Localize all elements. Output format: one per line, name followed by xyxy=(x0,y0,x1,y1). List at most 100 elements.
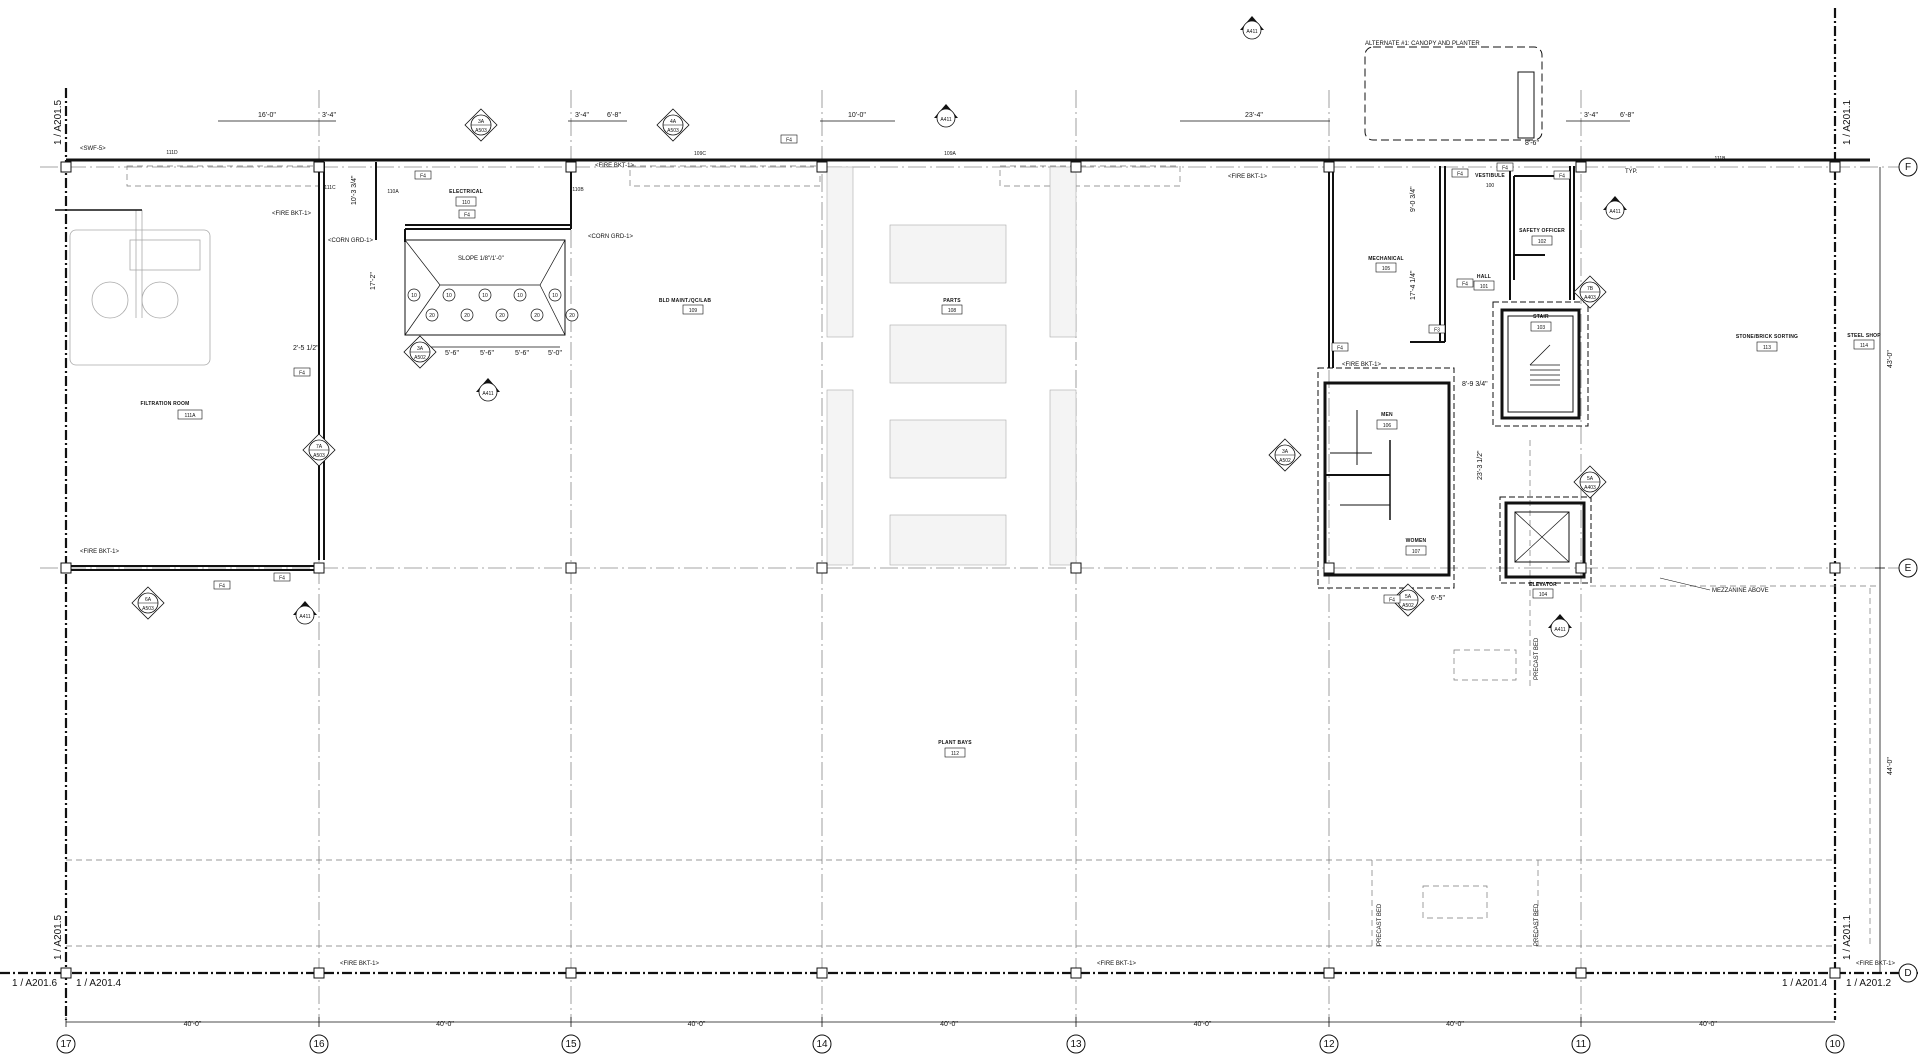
room-plant-bays: PLANT BAYS 112 xyxy=(938,740,972,758)
note-swf: <SWF-5> xyxy=(80,146,106,152)
door-tag: 110A xyxy=(387,189,399,195)
room-number: 104 xyxy=(1539,592,1548,598)
wall-type-tag: F4 xyxy=(414,170,432,180)
bay-dimensions: 40'-0"40'-0"40'-0"40'-0"40'-0"40'-0"40'-… xyxy=(65,1017,1717,1028)
svg-text:10: 10 xyxy=(446,293,452,299)
door-tag: 109C xyxy=(694,151,706,157)
note-fire-bkt-5: <FIRE BKT-1> xyxy=(80,549,120,555)
room-men: MEN 106 xyxy=(1376,412,1398,430)
misc-dim-8: 8'-6" xyxy=(1525,140,1539,147)
structural-column xyxy=(1323,967,1335,979)
structural-column xyxy=(1829,161,1841,173)
misc-dim-1: 17'-2" xyxy=(370,272,377,290)
room-stair: STAIR 103 xyxy=(1530,314,1552,332)
door-tag: 111C xyxy=(324,185,336,191)
svg-text:10: 10 xyxy=(411,293,417,299)
parts-hatch-zones xyxy=(826,166,1077,566)
room-name: PARTS xyxy=(943,298,961,304)
svg-text:20: 20 xyxy=(499,313,505,319)
grid-column-label: 10 xyxy=(1829,1039,1841,1050)
wall-type-tag: F4 xyxy=(213,580,231,590)
room-name: SAFETY OFFICER xyxy=(1519,228,1565,234)
svg-text:A411: A411 xyxy=(1554,627,1566,633)
wall-type-tag: F4 xyxy=(1331,342,1349,352)
room-women: WOMEN 107 xyxy=(1406,538,1427,556)
svg-text:A411: A411 xyxy=(1609,209,1621,215)
room-number: 111A xyxy=(185,413,197,419)
structural-column xyxy=(1829,562,1841,574)
grid-bubble-column: 11 xyxy=(1571,1034,1591,1054)
wall-type-tag: F4 xyxy=(1451,168,1469,178)
note-canopy: ALTERNATE #1: CANOPY AND PLANTER xyxy=(1365,41,1480,47)
svg-text:A503: A503 xyxy=(142,606,154,612)
room-name: MEN xyxy=(1381,412,1393,418)
elevation-marker: A411 xyxy=(1240,16,1264,40)
svg-text:20: 20 xyxy=(569,313,575,319)
room-name: HALL xyxy=(1477,274,1491,280)
wall-type-tag: F3 xyxy=(1428,324,1446,334)
structural-column xyxy=(565,562,577,574)
svg-text:F4: F4 xyxy=(1457,172,1463,178)
door-tag: 110B xyxy=(572,187,584,193)
room-name: ELEVATOR xyxy=(1529,582,1557,588)
grid-column-label: 16 xyxy=(313,1039,325,1050)
misc-dim-4: 17'-4 1/4" xyxy=(1410,270,1417,300)
elec-dim-1: 5'-6" xyxy=(445,350,459,357)
structural-column xyxy=(313,161,325,173)
door-tag: 109A xyxy=(944,151,956,157)
svg-text:3A: 3A xyxy=(478,119,485,125)
canopy-outline xyxy=(1364,46,1543,141)
svg-text:F4: F4 xyxy=(786,138,792,144)
room-name: MECHANICAL xyxy=(1368,256,1404,262)
svg-text:F4: F4 xyxy=(1502,166,1508,172)
room-number: 108 xyxy=(948,308,957,314)
grid-bubble-column: 16 xyxy=(309,1034,329,1054)
room-hall: HALL 101 xyxy=(1473,274,1495,291)
door-tag: 111D xyxy=(166,150,178,156)
svg-text:A403: A403 xyxy=(1584,295,1596,301)
svg-text:F4: F4 xyxy=(299,371,305,377)
fixture-tag: 10 xyxy=(478,288,492,302)
room-filtration: FILTRATION ROOM 111A xyxy=(141,401,203,420)
room-number: 103 xyxy=(1537,325,1546,331)
grid-column-label: 11 xyxy=(1576,1039,1587,1050)
elevation-marker: A411 xyxy=(1548,614,1572,638)
bay-dimension-label: 40'-0" xyxy=(436,1021,454,1028)
fixture-tag: 20 xyxy=(460,308,474,322)
svg-text:A411: A411 xyxy=(1246,29,1258,35)
elevation-marker: A411 xyxy=(293,601,317,625)
room-name: PLANT BAYS xyxy=(938,740,972,746)
room-number: 113 xyxy=(1763,345,1771,351)
note-fire-bkt-2: <FIRE BKT-1> xyxy=(595,163,635,169)
svg-text:A502: A502 xyxy=(1402,603,1414,609)
misc-dim-3: 9'-0 3/4" xyxy=(1410,186,1417,212)
svg-text:3A: 3A xyxy=(1282,449,1289,455)
note-corn-grd-1: <CORN GRD-1> xyxy=(328,238,374,244)
sheet-ref-right-top: 1 / A201.1 xyxy=(1842,100,1853,145)
structural-column xyxy=(60,967,72,979)
structural-column xyxy=(816,562,828,574)
top-dim-7: 3'-4" xyxy=(1584,112,1598,119)
fixture-tag: 20 xyxy=(565,308,579,322)
room-number: 106 xyxy=(1383,423,1392,429)
room-parts: PARTS 108 xyxy=(941,298,963,315)
grid-column-label: 17 xyxy=(60,1039,72,1050)
grid-bubble-column: 13 xyxy=(1066,1034,1086,1054)
structural-column xyxy=(1323,161,1335,173)
structural-column xyxy=(313,562,325,574)
wall-type-tag: F4 xyxy=(1456,278,1474,288)
svg-text:F4: F4 xyxy=(464,213,470,219)
room-elevator: ELEVATOR 104 xyxy=(1529,582,1557,599)
svg-text:10: 10 xyxy=(517,293,523,299)
fixture-tag: 10 xyxy=(513,288,527,302)
bay-dimension-label: 40'-0" xyxy=(940,1021,958,1028)
fixture-tag: 10 xyxy=(407,288,421,302)
room-name: WOMEN xyxy=(1406,538,1427,544)
grid-bubble-column: 10 xyxy=(1825,1034,1845,1054)
svg-text:F4: F4 xyxy=(1559,174,1565,180)
room-number: 102 xyxy=(1538,239,1547,245)
